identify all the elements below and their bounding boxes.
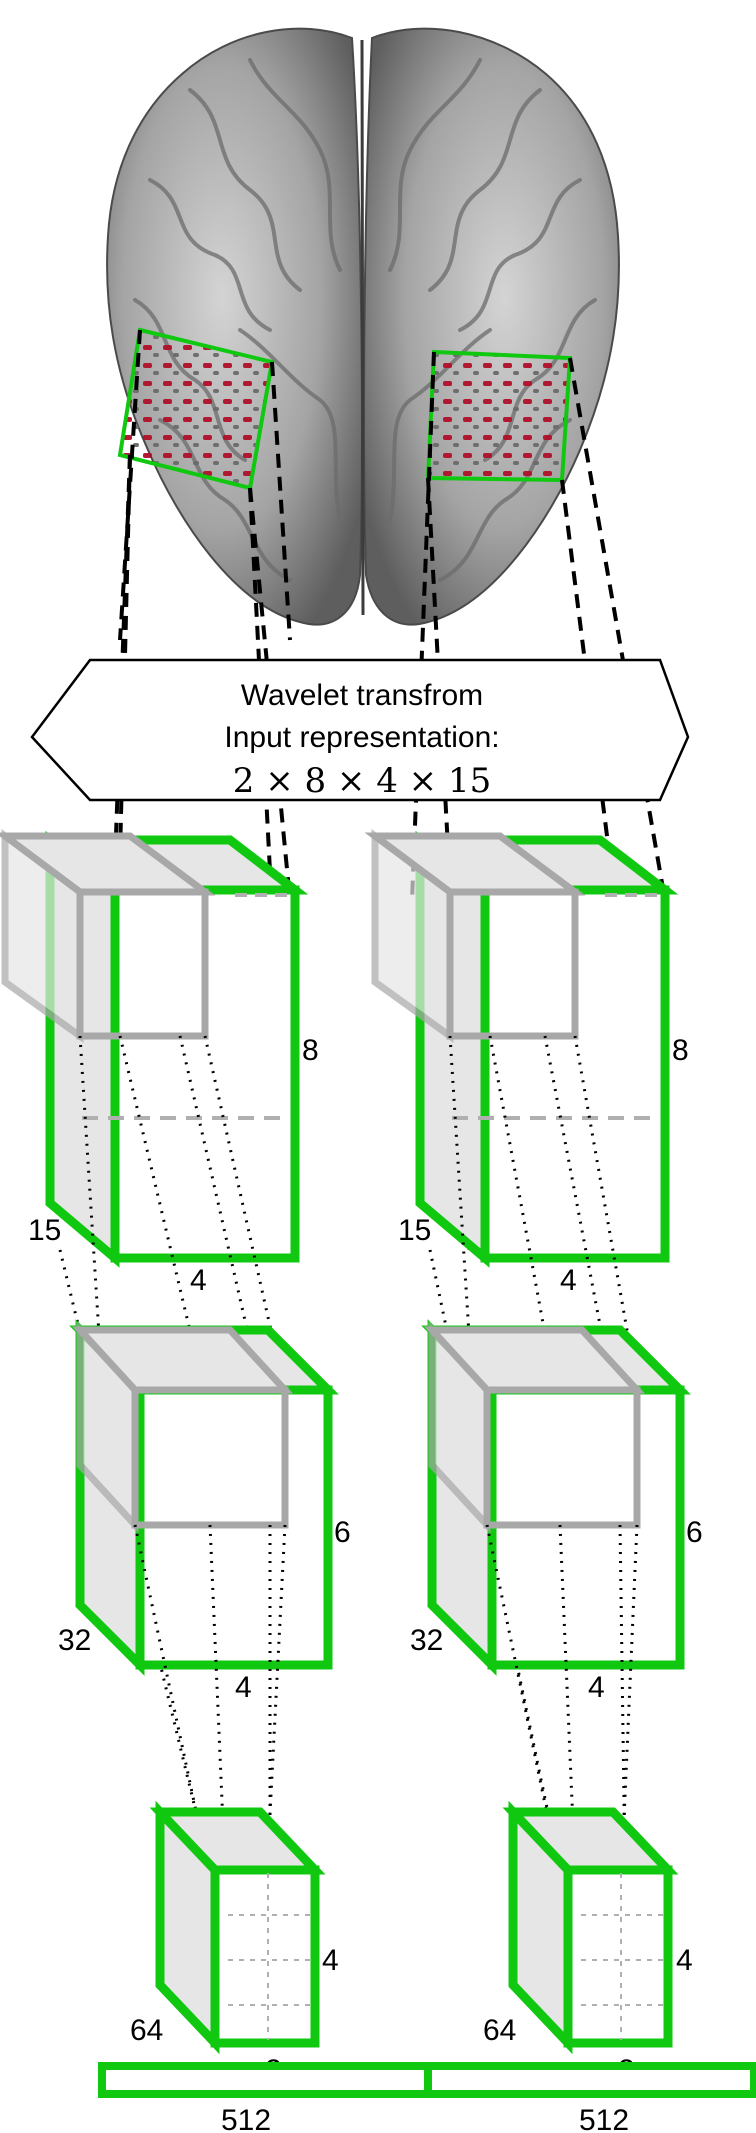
right-block-3-depth-label: 64	[483, 2014, 516, 2047]
brain-right-hemisphere	[363, 27, 620, 626]
right-block-1: 8 4 15	[364, 829, 689, 1297]
right-kernel-1	[364, 829, 586, 1043]
banner-line-2: Input representation:	[224, 721, 499, 754]
right-block-2-depth-label: 32	[410, 1624, 443, 1657]
left-feature-label: 512	[221, 2104, 271, 2133]
left-block-1-width-label: 4	[190, 1264, 207, 1297]
input-representation-banner: Wavelet transfrom Input representation: …	[30, 658, 690, 802]
left-block-3-depth-label: 64	[130, 2014, 163, 2047]
left-block-3-height-label: 4	[322, 1944, 339, 1977]
feature-vector-right-segment	[424, 2062, 756, 2098]
right-block-3: 4 2 64	[483, 1800, 693, 2087]
left-block-2-height-label: 6	[334, 1516, 351, 1549]
left-block-2-depth-label: 32	[58, 1624, 91, 1657]
feature-vector-left-segment	[98, 2062, 432, 2098]
right-electrode-grid	[425, 349, 573, 483]
left-block-1-height-label: 8	[302, 1034, 319, 1067]
right-column: 8 4 15 6 4 32	[364, 829, 703, 2087]
right-block-1-depth-label: 15	[398, 1214, 431, 1247]
left-block-1-depth-label: 15	[28, 1214, 61, 1247]
right-block-2-height-label: 6	[686, 1516, 703, 1549]
feature-vector	[98, 2062, 756, 2098]
banner-shape	[30, 658, 690, 802]
right-block-2-width-label: 4	[588, 1671, 605, 1704]
right-block-3-height-label: 4	[676, 1944, 693, 1977]
right-block-1-height-label: 8	[672, 1034, 689, 1067]
right-feature-label: 512	[579, 2104, 629, 2133]
left-dotted-lines-2	[133, 1524, 287, 1911]
left-column: 8 4 15 6 4 32	[0, 829, 351, 2087]
left-block-2: 6 4 32	[58, 1319, 351, 1704]
left-kernel-2	[72, 1321, 293, 1534]
banner-line-3: 2 × 8 × 4 × 15	[233, 761, 491, 801]
left-kernel-1	[0, 829, 216, 1043]
right-block-1-width-label: 4	[560, 1264, 577, 1297]
left-block-3-front-face	[210, 1865, 320, 2048]
left-block-2-width-label: 4	[235, 1671, 252, 1704]
longitudinal-fissure	[360, 39, 365, 616]
right-block-3-front-face	[563, 1865, 673, 2048]
brain-left-hemisphere	[106, 27, 363, 626]
left-block-1: 8 4 15	[0, 829, 319, 1297]
banner-line-1: Wavelet transfrom	[241, 679, 483, 712]
brain-image	[106, 27, 620, 626]
right-dotted-lines-2	[485, 1524, 639, 1911]
left-block-3: 4 2 64	[130, 1800, 339, 2087]
right-kernel-2	[424, 1321, 645, 1534]
right-block-2: 6 4 32	[410, 1319, 703, 1704]
